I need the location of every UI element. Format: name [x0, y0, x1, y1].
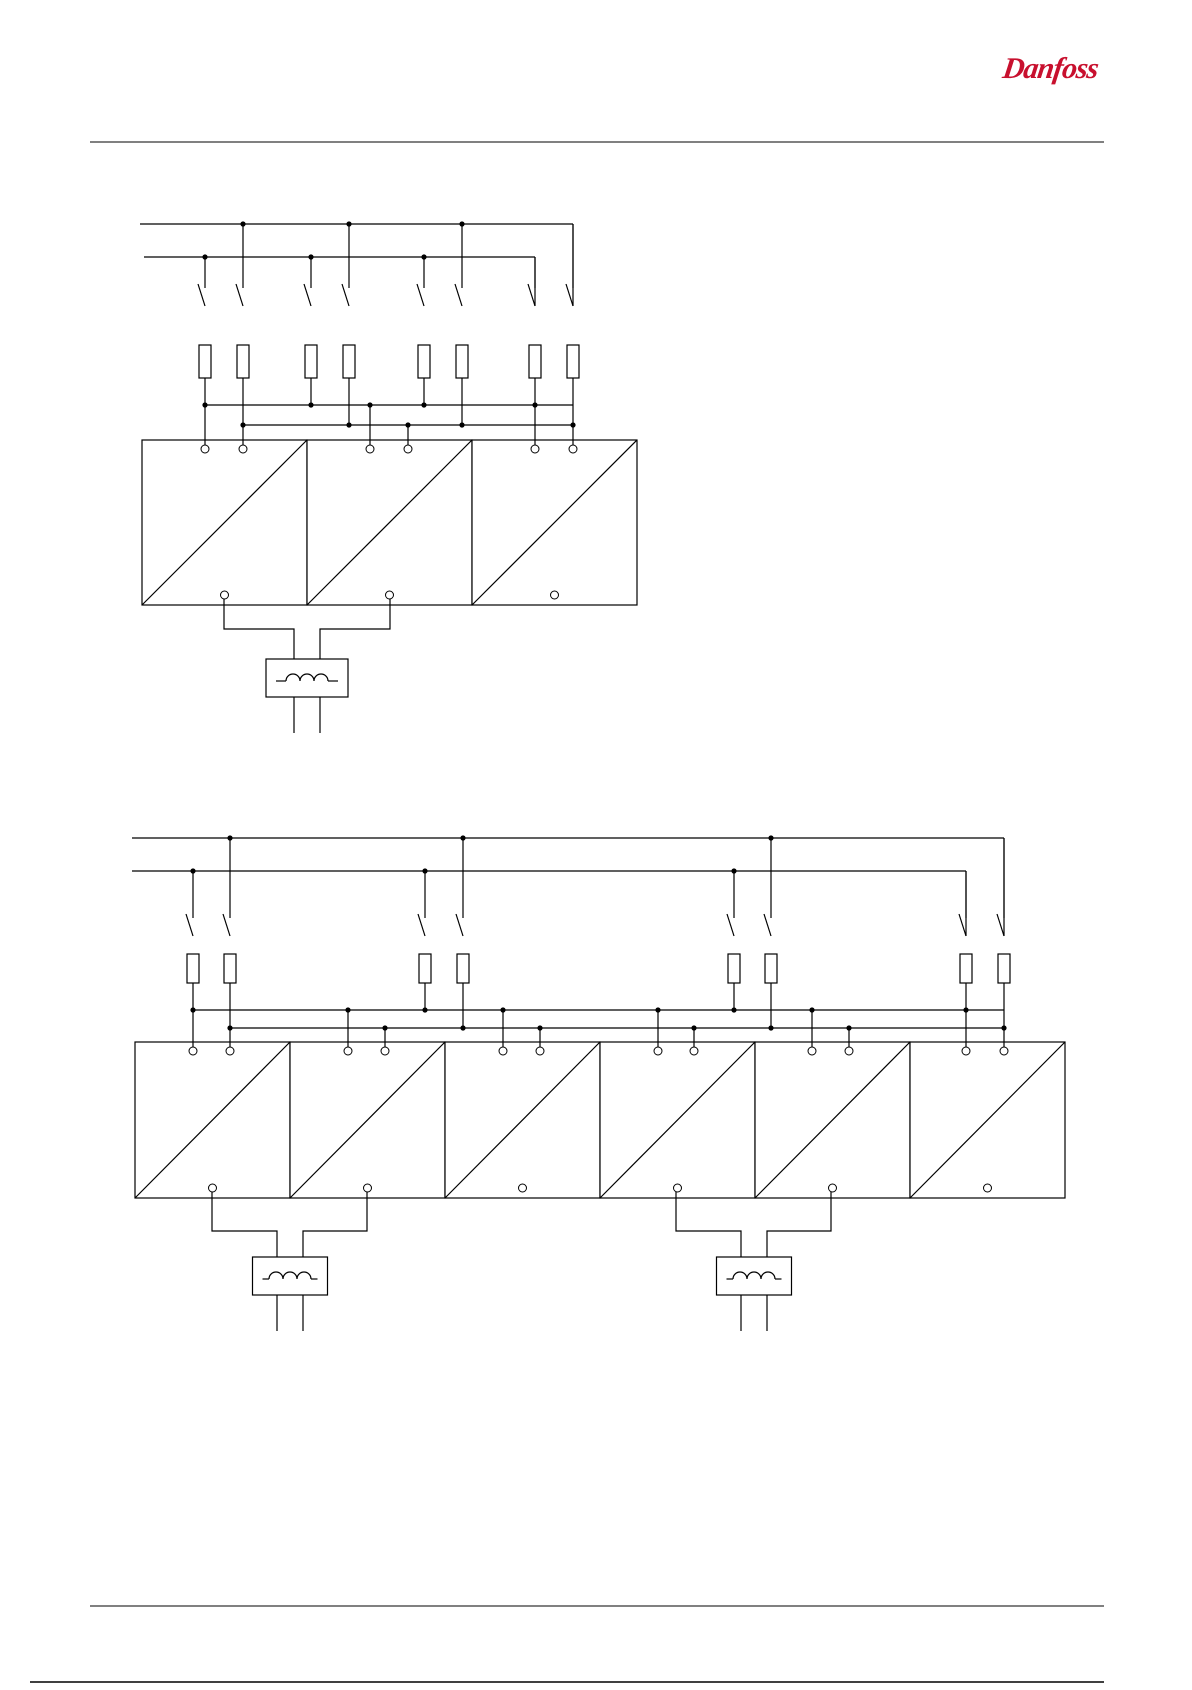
fuse	[343, 345, 355, 378]
terminal	[808, 1047, 816, 1055]
switch-blade	[566, 284, 573, 306]
junction-dot	[691, 1025, 696, 1030]
fuse	[199, 345, 211, 378]
terminal	[189, 1047, 197, 1055]
fuse	[728, 954, 740, 983]
terminal	[344, 1047, 352, 1055]
terminal	[690, 1047, 698, 1055]
fuse	[457, 954, 469, 983]
fuse	[305, 345, 317, 378]
terminal	[845, 1047, 853, 1055]
junction-dot	[537, 1025, 542, 1030]
switch-blade	[997, 914, 1004, 936]
terminal	[531, 445, 539, 453]
junction-dot	[382, 1025, 387, 1030]
junction-dot	[809, 1007, 814, 1012]
line-choke	[253, 1257, 328, 1295]
line-choke	[266, 659, 348, 697]
choke-feed	[676, 1192, 741, 1257]
terminal	[209, 1184, 217, 1192]
line-choke	[717, 1257, 792, 1295]
switch-blade	[236, 284, 243, 306]
terminal	[364, 1184, 372, 1192]
fuse	[456, 345, 468, 378]
terminal	[366, 445, 374, 453]
terminal	[654, 1047, 662, 1055]
converter-module	[135, 1042, 290, 1198]
converter-module	[600, 1042, 755, 1198]
junction-dot	[367, 402, 372, 407]
switch-blade	[223, 914, 230, 936]
switch-blade	[727, 914, 734, 936]
terminal	[221, 591, 229, 599]
converter-module	[472, 440, 637, 605]
choke-feed	[224, 599, 294, 659]
terminal	[569, 445, 577, 453]
terminal	[499, 1047, 507, 1055]
diagram-three-converters	[140, 221, 637, 733]
terminal	[519, 1184, 527, 1192]
converter-module	[445, 1042, 600, 1198]
terminal	[962, 1047, 970, 1055]
terminal	[381, 1047, 389, 1055]
junction-dot	[655, 1007, 660, 1012]
switch-blade	[417, 284, 424, 306]
switch-blade	[198, 284, 205, 306]
junction-dot	[405, 422, 410, 427]
fuse	[998, 954, 1010, 983]
fuse	[237, 345, 249, 378]
terminal	[536, 1047, 544, 1055]
choke-feed	[303, 1192, 367, 1257]
fuse	[419, 954, 431, 983]
switch-blade	[528, 284, 535, 306]
terminal	[551, 591, 559, 599]
fuse	[418, 345, 430, 378]
terminal	[386, 591, 394, 599]
danfoss-logo: Danfoss	[1001, 52, 1116, 86]
terminal	[674, 1184, 682, 1192]
terminal	[226, 1047, 234, 1055]
fuse	[960, 954, 972, 983]
switch-blade	[455, 284, 462, 306]
junction-dot	[846, 1025, 851, 1030]
converter-module	[290, 1042, 445, 1198]
fuse	[529, 345, 541, 378]
switch-blade	[418, 914, 425, 936]
fuse	[224, 954, 236, 983]
switch-blade	[304, 284, 311, 306]
diagram-six-converters	[132, 835, 1065, 1331]
converter-module	[142, 440, 307, 605]
terminal	[201, 445, 209, 453]
junction-dot	[500, 1007, 505, 1012]
terminal	[829, 1184, 837, 1192]
choke-feed	[212, 1192, 277, 1257]
fuse	[567, 345, 579, 378]
switch-blade	[456, 914, 463, 936]
junction-dot	[345, 1007, 350, 1012]
switch-blade	[342, 284, 349, 306]
fuse	[187, 954, 199, 983]
switch-blade	[764, 914, 771, 936]
switch-blade	[186, 914, 193, 936]
converter-module	[755, 1042, 910, 1198]
fuse	[765, 954, 777, 983]
choke-feed	[767, 1192, 831, 1257]
terminal	[1000, 1047, 1008, 1055]
choke-feed	[320, 599, 390, 659]
converter-module	[307, 440, 472, 605]
terminal	[239, 445, 247, 453]
terminal	[404, 445, 412, 453]
terminal	[984, 1184, 992, 1192]
switch-blade	[959, 914, 966, 936]
converter-module	[910, 1042, 1065, 1198]
